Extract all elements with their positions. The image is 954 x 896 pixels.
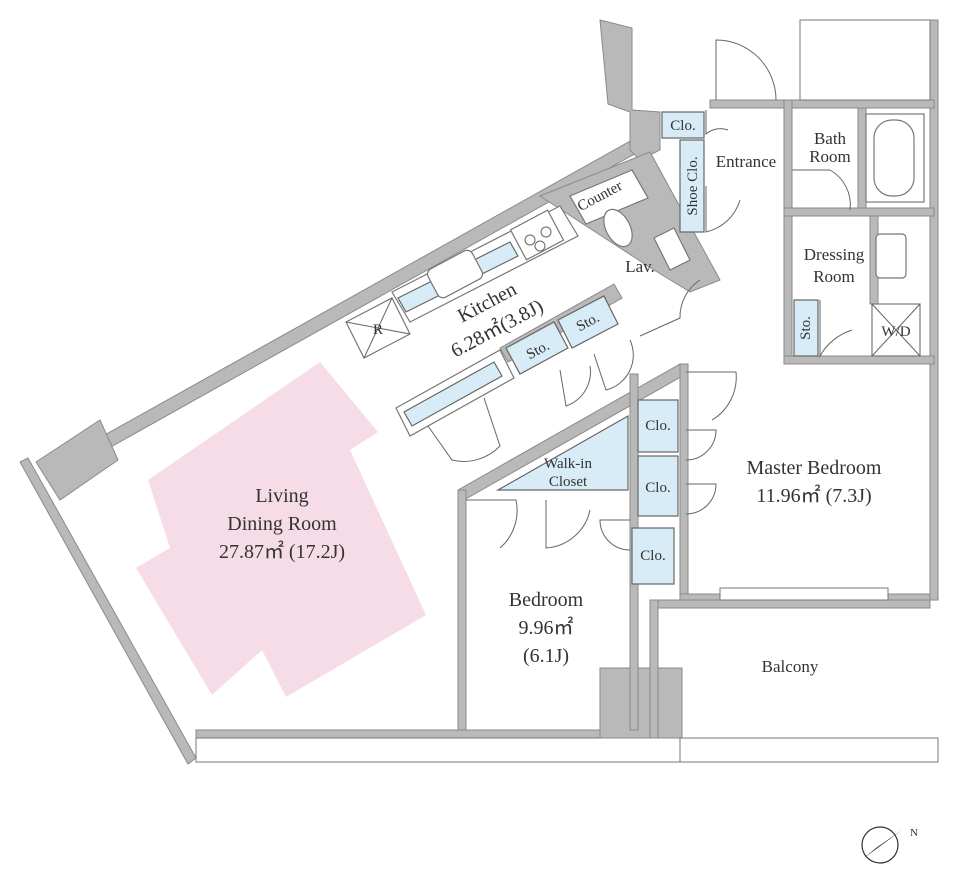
closet-entrance [661,111,705,139]
exterior-walls [19,19,939,765]
living-dining-highlight [136,362,426,697]
bath-label-2: Room [809,147,851,166]
bath-label-1: Bath [814,129,847,148]
closet-bedroom [631,527,675,585]
bedroom-label-2: 9.96㎡ [519,615,574,639]
storage-kitchen-2 [557,295,619,349]
balcony-label: Balcony [762,657,819,676]
entrance-label: Entrance [716,152,776,171]
closet-master-2 [637,455,679,517]
dressing-sink [875,233,907,279]
dressing-label-2: Room [813,267,855,286]
walk-in-closet [495,414,629,491]
storage-kitchen-1 [505,321,569,375]
wd-label: W/D [881,324,910,340]
living-label-2: Dining Room [227,513,337,535]
master-window [719,587,889,601]
labels: Living Dining Room 27.87㎡ (17.2J) Kitche… [219,118,911,676]
lav-fixtures [569,169,691,271]
storage-dressing [793,299,819,357]
living-label-3: 27.87㎡ (17.2J) [219,539,345,563]
dressing-label-1: Dressing [804,245,865,264]
bedroom-label-3: (6.1J) [523,645,569,667]
clo-bedroom-label: Clo. [640,548,665,564]
closet-entrance-label: Clo. [670,118,695,134]
closet-master-1 [637,399,679,453]
master-label-1: Master Bedroom [747,457,882,479]
storage-units [345,111,921,585]
bedroom-label-1: Bedroom [509,589,584,611]
living-label-1: Living [255,485,308,507]
clo-master-1-label: Clo. [645,418,670,434]
clo-master-2-label: Clo. [645,480,670,496]
walkin-label-2: Closet [549,474,588,490]
compass-icon: N [861,826,918,864]
lav-label: Lav. [625,257,655,276]
shoe-closet-label: Shoe Clo. [685,156,701,215]
doors [427,39,853,551]
walkin-label-1: Walk-in [544,456,592,472]
shoe-closet [679,139,705,233]
kitchen-fixtures [391,205,579,437]
master-label-2: 11.96㎡ (7.3J) [756,483,871,507]
bath-tub [865,113,925,203]
compass-north-label: N [910,827,918,839]
sto-dressing-label: Sto. [798,316,814,340]
refrigerator-label: R [373,322,383,338]
